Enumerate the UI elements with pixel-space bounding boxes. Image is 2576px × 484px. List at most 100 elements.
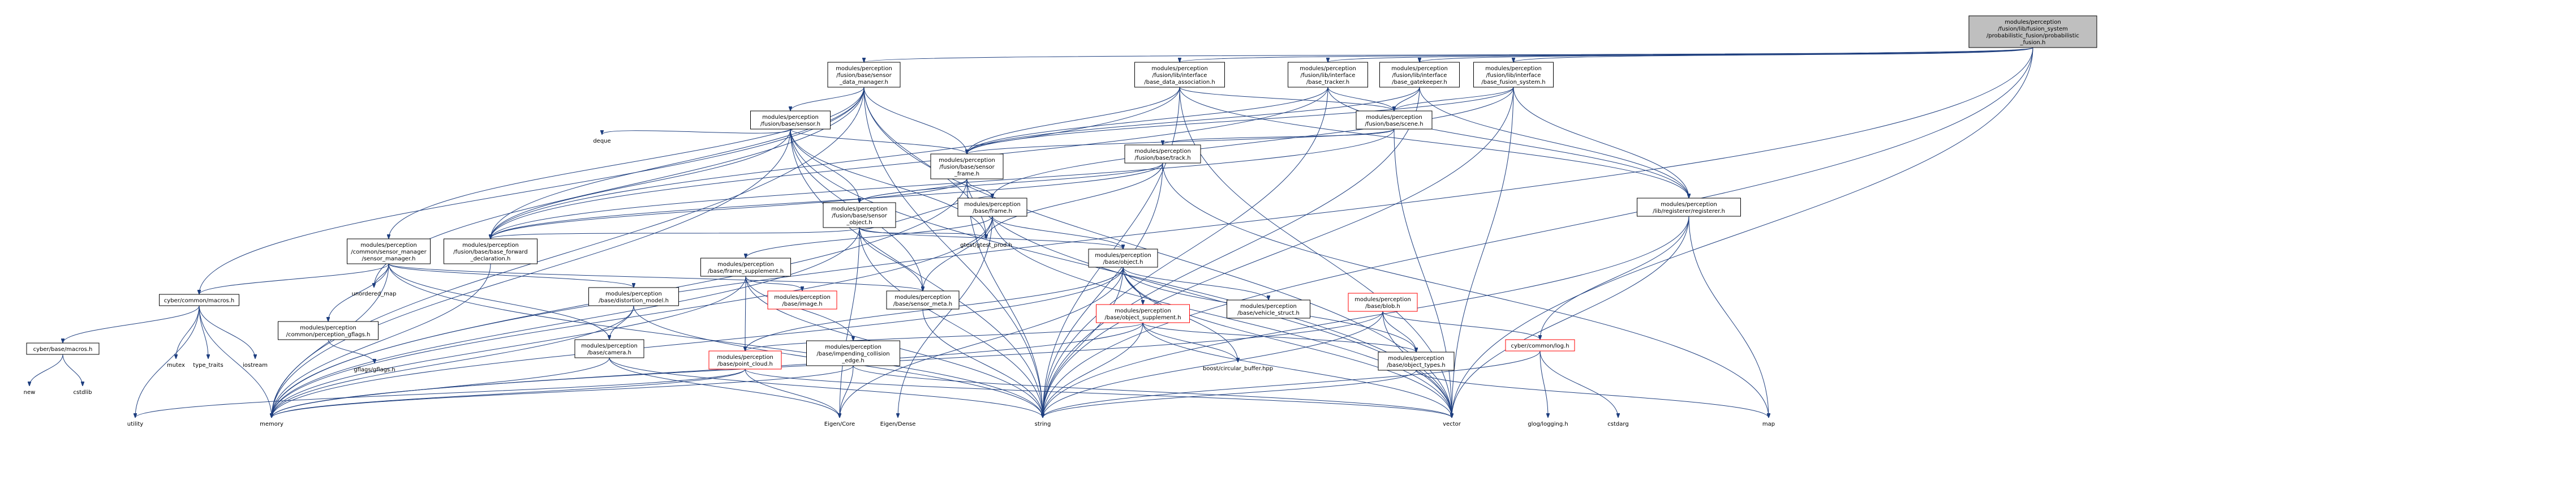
edge-line xyxy=(388,263,634,288)
node-label-line: modules/perception xyxy=(774,294,831,301)
node-label-line: modules/perception xyxy=(831,206,888,212)
edge-point-cloud-to-utility xyxy=(135,369,746,418)
edge-line xyxy=(859,227,923,291)
edge-base-fusion-system-to-vector xyxy=(1452,87,1514,418)
edge-fusion-sensor-to-gtest-prod xyxy=(790,129,986,239)
edge-sensor-data-manager-to-fusion-sensor xyxy=(790,87,865,112)
node-label-line: /base/object.h xyxy=(1103,259,1143,265)
node-common-sensor-manager[interactable]: modules/perception/common/sensor_manager… xyxy=(347,238,431,264)
edge-line xyxy=(790,87,865,112)
node-label-line: glog/logging.h xyxy=(1528,421,1568,427)
edge-base-fusion-system-to-sensor-frame xyxy=(967,87,1514,155)
node-label-line: type_traits xyxy=(193,362,223,369)
node-track[interactable]: modules/perception/fusion/base/track.h xyxy=(1124,144,1201,164)
node-label-line: /base/vehicle_struct.h xyxy=(1237,310,1300,316)
node-label-line: /fusion/base/sensor xyxy=(836,72,892,79)
edge-line xyxy=(491,87,1180,239)
node-box xyxy=(1356,110,1433,130)
node-eigen-core: Eigen/Core xyxy=(824,421,855,427)
node-eigen-dense: Eigen/Dense xyxy=(880,421,916,427)
edge-object-types-to-string xyxy=(1043,370,1417,418)
edge-impending-collision-edge-to-memory xyxy=(272,365,854,418)
edge-object-supplement-to-boost-circular-buffer xyxy=(1142,322,1238,363)
node-cyber-base-macros[interactable]: cyber/base/macros.h xyxy=(26,342,100,355)
node-sensor-meta[interactable]: modules/perception/base/sensor_meta.h xyxy=(886,290,960,310)
edge-registerer-to-string xyxy=(1043,216,1689,418)
node-distortion-model[interactable]: modules/perception/base/distortion_model… xyxy=(588,287,679,306)
node-base-frame[interactable]: modules/perception/base/frame.h xyxy=(957,198,1027,217)
node-base-gatekeeper[interactable]: modules/perception/fusion/lib/interface/… xyxy=(1379,62,1460,88)
node-box xyxy=(823,202,896,228)
node-base-blob[interactable]: modules/perception/base/blob.h xyxy=(1348,293,1418,312)
edge-line xyxy=(864,47,2033,63)
node-impending-collision-edge[interactable]: modules/perception/base/impending_collis… xyxy=(806,340,900,366)
edge-base-frame-to-sensor-meta xyxy=(923,216,993,291)
edge-line xyxy=(840,365,854,418)
node-vehicle-struct[interactable]: modules/perception/base/vehicle_struct.h xyxy=(1227,299,1310,319)
edge-line xyxy=(491,129,791,239)
edge-registerer-to-map xyxy=(1688,216,1769,418)
node-base-tracker[interactable]: modules/perception/fusion/lib/interface/… xyxy=(1288,62,1368,88)
node-object-supplement[interactable]: modules/perception/base/object_supplemen… xyxy=(1096,304,1190,323)
node-sensor-data-manager[interactable]: modules/perception/fusion/base/sensor_da… xyxy=(827,62,901,88)
node-cstdarg: cstdarg xyxy=(1607,421,1628,427)
node-label-line: boost/circular_buffer.hpp xyxy=(1203,366,1273,372)
edge-line xyxy=(272,227,860,418)
edge-line xyxy=(1539,350,1618,418)
edge-root-to-sensor-data-manager xyxy=(864,47,2033,63)
node-label-line: /base/camera.h xyxy=(587,350,631,356)
node-box xyxy=(1288,62,1368,88)
edge-scene-to-base-forward-declaration xyxy=(491,129,1395,239)
node-base-data-association[interactable]: modules/perception/fusion/lib/interface/… xyxy=(1134,62,1225,88)
edge-track-to-string xyxy=(1043,162,1163,418)
node-base-fusion-system[interactable]: modules/perception/fusion/lib/interface/… xyxy=(1473,62,1554,88)
node-root[interactable]: modules/perception/fusion/lib/fusion_sys… xyxy=(1968,15,2097,48)
node-label-line: /base/sensor_meta.h xyxy=(893,301,952,307)
node-sensor-object[interactable]: modules/perception/fusion/base/sensor_ob… xyxy=(823,202,896,228)
node-sensor-frame[interactable]: modules/perception/fusion/base/sensor_fr… xyxy=(930,153,1004,179)
edge-base-gatekeeper-to-sensor-frame xyxy=(967,87,1420,155)
node-box xyxy=(588,287,679,306)
nodes-layer: modules/perception/fusion/lib/fusion_sys… xyxy=(24,15,2097,427)
edge-cyber-base-macros-to-cstdlib xyxy=(62,354,83,386)
node-cyber-log[interactable]: cyber/common/log.h xyxy=(1505,339,1575,352)
edge-line xyxy=(1688,216,1769,418)
node-point-cloud[interactable]: modules/perception/base/point_cloud.h xyxy=(708,350,782,370)
node-scene[interactable]: modules/perception/fusion/base/scene.h xyxy=(1356,110,1433,130)
edge-frame-supplement-to-memory xyxy=(272,276,746,418)
node-box xyxy=(1096,304,1190,323)
node-label-line: /fusion/base/sensor xyxy=(832,213,887,219)
edge-line xyxy=(1043,87,1514,418)
node-base-camera[interactable]: modules/perception/base/camera.h xyxy=(574,339,644,358)
node-label-line: Eigen/Core xyxy=(824,421,855,427)
node-base-image[interactable]: modules/perception/base/image.h xyxy=(767,290,837,310)
edge-line xyxy=(272,263,491,418)
node-label-line: _edge.h xyxy=(841,358,865,364)
node-label-line: _fusion.h xyxy=(2020,40,2046,46)
node-fusion-sensor[interactable]: modules/perception/fusion/base/sensor.h xyxy=(750,110,831,130)
node-label-line: mutex xyxy=(167,362,185,369)
edge-line xyxy=(1382,311,1540,340)
node-perception-gflags[interactable]: modules/perception/common/perception_gfl… xyxy=(278,321,379,340)
edge-base-camera-to-string xyxy=(609,357,1043,418)
node-base-object[interactable]: modules/perception/base/object.h xyxy=(1088,249,1158,268)
edge-line xyxy=(745,276,746,351)
node-label-line: /base_data_association.h xyxy=(1144,79,1215,85)
edge-base-tracker-to-sensor-frame xyxy=(967,87,1328,155)
edge-root-to-memory xyxy=(272,47,2033,418)
edge-line xyxy=(328,339,375,364)
node-registerer[interactable]: modules/perception/lib/registerer/regist… xyxy=(1637,198,1741,217)
node-label-line: modules/perception xyxy=(1391,66,1448,72)
node-box xyxy=(159,294,239,306)
edge-base-gatekeeper-to-registerer xyxy=(1419,87,1689,198)
node-box xyxy=(278,321,379,340)
node-base-forward-declaration[interactable]: modules/perception/fusion/base/base_forw… xyxy=(444,238,537,264)
node-object-types[interactable]: modules/perception/base/object_types.h xyxy=(1378,352,1455,371)
edge-sensor-data-manager-to-sensor-frame xyxy=(863,87,967,154)
node-label-line: /common/perception_gflags.h xyxy=(286,332,371,338)
edge-line xyxy=(863,87,967,154)
edge-line xyxy=(745,276,802,292)
node-frame-supplement[interactable]: modules/perception/base/frame_supplement… xyxy=(700,258,791,277)
node-cyber-macros[interactable]: cyber/common/macros.h xyxy=(159,294,239,306)
edge-line xyxy=(272,216,993,418)
